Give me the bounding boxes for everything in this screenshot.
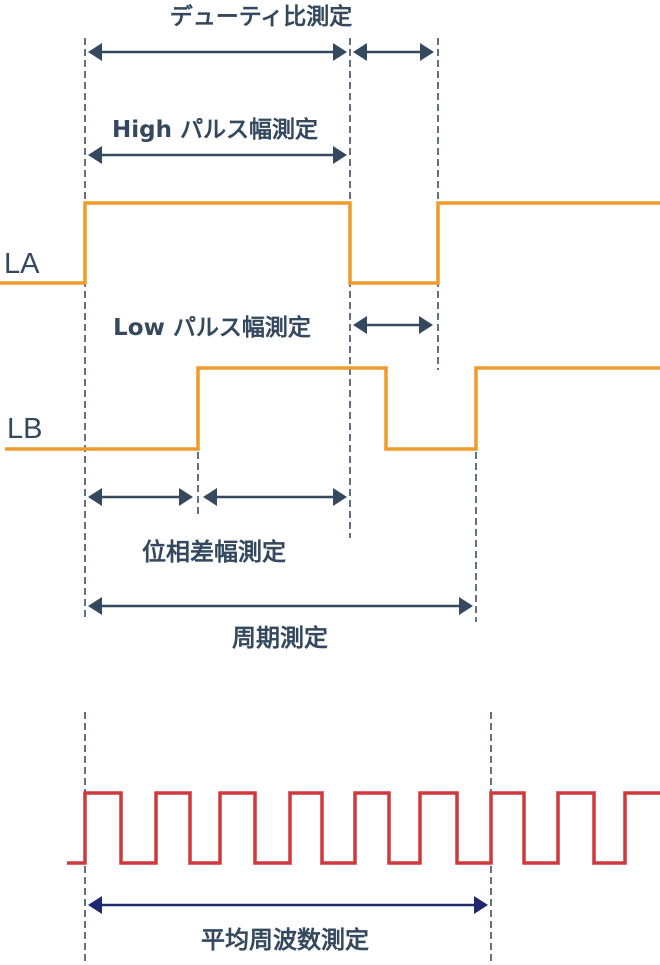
signal-label-lb: LB xyxy=(7,413,42,445)
arrowhead-right-icon xyxy=(420,43,434,61)
arrowhead-right-icon xyxy=(333,43,347,61)
signal-label-la: LA xyxy=(4,248,40,280)
signal-la-waveform xyxy=(0,201,660,285)
arrowhead-left-icon xyxy=(353,316,367,334)
high-pulse-arrow xyxy=(88,146,347,164)
arrowhead-left-icon xyxy=(353,43,367,61)
phase-overlap-arrow xyxy=(203,488,347,506)
duty-high-arrow xyxy=(88,43,347,61)
phase-difference-width-label: 位相差幅測定 xyxy=(142,538,286,566)
arrowhead-right-icon xyxy=(459,597,473,615)
phase-difference-arrow xyxy=(88,488,193,506)
signal-lb-waveform xyxy=(5,366,660,451)
arrowhead-right-icon xyxy=(333,146,347,164)
average-frequency-arrow xyxy=(88,896,488,914)
arrowhead-right-icon xyxy=(474,896,488,914)
arrowhead-right-icon xyxy=(333,488,347,506)
arrowhead-left-icon xyxy=(88,597,102,615)
arrowhead-left-icon xyxy=(88,488,102,506)
low-pulse-width-label: Low パルス幅測定 xyxy=(113,314,311,341)
arrowhead-left-icon xyxy=(203,488,217,506)
period-arrow xyxy=(88,597,473,615)
arrowhead-right-icon xyxy=(419,316,433,334)
high-pulse-width-label: High パルス幅測定 xyxy=(112,116,318,143)
arrowhead-right-icon xyxy=(179,488,193,506)
average-frequency-label: 平均周波数測定 xyxy=(201,926,369,954)
arrowhead-left-icon xyxy=(88,146,102,164)
period-label: 周期測定 xyxy=(232,624,328,652)
low-pulse-arrow xyxy=(353,316,433,334)
duty-ratio-label: デューティ比測定 xyxy=(170,3,353,30)
frequency-signal-waveform xyxy=(67,791,660,865)
duty-low-arrow xyxy=(353,43,434,61)
arrowhead-left-icon xyxy=(88,43,102,61)
arrowhead-left-icon xyxy=(88,896,102,914)
